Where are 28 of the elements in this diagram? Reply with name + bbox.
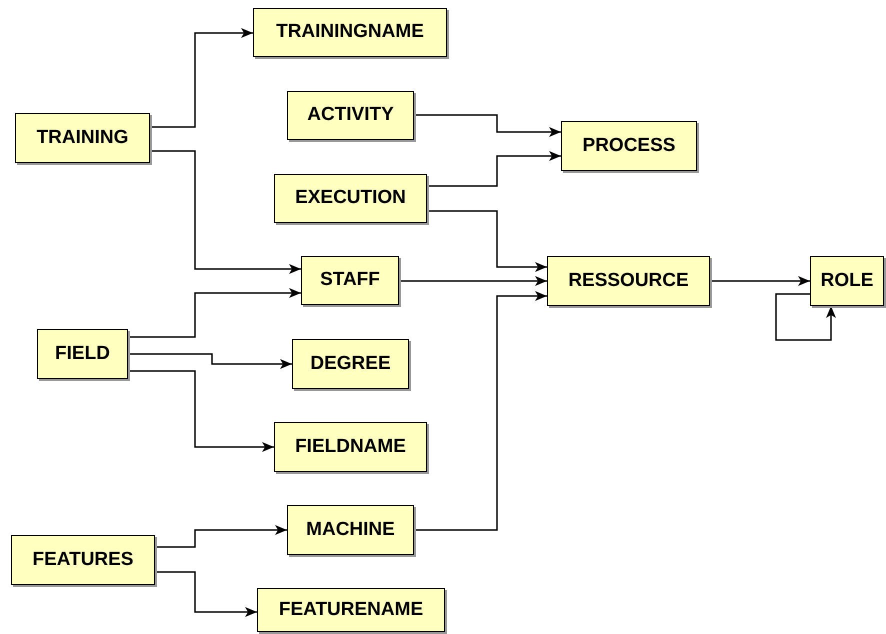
entity-box: MACHINE xyxy=(287,505,414,555)
arrow xyxy=(155,571,257,617)
arrow xyxy=(150,150,301,274)
arrow xyxy=(128,288,301,338)
entity-box: PROCESS xyxy=(561,121,697,171)
entity-box: DEGREE xyxy=(292,339,409,389)
entity-box: EXECUTION xyxy=(274,174,427,223)
entity-box: FIELD xyxy=(37,329,128,379)
arrow xyxy=(710,276,810,286)
arrow xyxy=(150,28,253,128)
arrow xyxy=(414,291,547,531)
entity-box: TRAININGNAME xyxy=(253,8,447,57)
entity-box: FEATURENAME xyxy=(257,588,445,632)
entity-box: RESSOURCE xyxy=(547,256,710,306)
entity-box: FEATURES xyxy=(11,535,155,585)
arrow xyxy=(128,353,292,369)
arrow xyxy=(399,276,547,286)
arrow xyxy=(128,370,274,452)
entity-box: ACTIVITY xyxy=(287,91,414,140)
arrow xyxy=(775,293,836,341)
entity-box: FIELDNAME xyxy=(274,422,427,472)
arrow xyxy=(414,114,561,137)
arrow xyxy=(155,525,287,548)
entity-box: STAFF xyxy=(301,256,399,305)
entity-box: TRAINING xyxy=(15,113,150,163)
arrow xyxy=(427,151,561,187)
entity-box: ROLE xyxy=(810,256,884,306)
arrow xyxy=(427,210,547,272)
